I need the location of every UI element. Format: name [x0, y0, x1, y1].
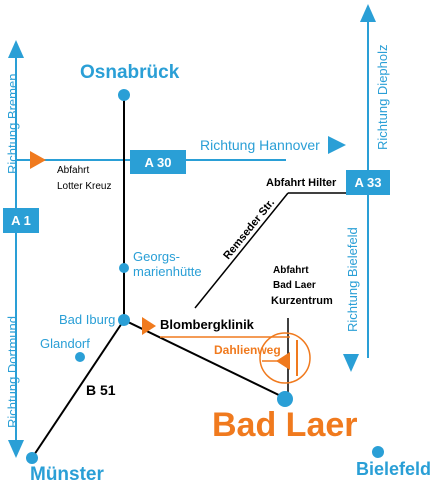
lotter-kreuz-exit-arrow: [30, 151, 46, 169]
a33-north-arrow: [360, 4, 376, 22]
b51-label: B 51: [86, 382, 116, 398]
dahlienweg-highlight-circle: [259, 332, 311, 384]
dahlienweg-label: Dahlienweg: [214, 343, 281, 357]
glandorf-marker: [75, 352, 85, 362]
a33-south-arrow: [343, 354, 359, 372]
a1-north-arrow: [8, 40, 24, 58]
dahlienweg-arrow: [276, 352, 290, 370]
georgsmarienhuette-marker: [119, 263, 129, 273]
bad-iburg-marker: [118, 314, 130, 326]
muenster-marker: [26, 452, 38, 464]
muenster-label: Münster: [30, 464, 104, 485]
lotter-kreuz-label-line1: Abfahrt: [57, 165, 90, 176]
bielefeld-label: Bielefeld: [356, 459, 432, 479]
blombergklinik-arrow: [142, 317, 156, 335]
kurzentrum-exit-label-line2: Bad Laer: [273, 280, 316, 291]
blombergklinik-label: Blombergklinik: [160, 317, 254, 332]
direction-hannover-label: Richtung Hannover: [200, 137, 320, 153]
a30-shield: A 30: [130, 150, 186, 174]
road-bad-iburg-bad-laer: [123, 319, 286, 399]
a1-south-arrow: [8, 440, 24, 458]
osnabrueck-marker: [118, 89, 130, 101]
georgsmarienhuette-label-line1: Georgs-: [133, 249, 180, 264]
georgsmarienhuette-label-line2: marienhütte: [133, 264, 202, 279]
bad-iburg-label: Bad Iburg: [59, 312, 116, 327]
kurzentrum-exit-label-line1: Abfahrt: [273, 265, 309, 276]
glandorf-label: Glandorf: [40, 336, 90, 351]
a33-shield: A 33: [346, 170, 390, 195]
lotter-kreuz-label-line2: Lotter Kreuz: [57, 181, 112, 192]
direction-diepholz-label: Richtung Diepholz: [375, 44, 390, 150]
direction-dortmund-label: Richtung Dortmund: [5, 316, 20, 428]
direction-bielefeld-label: Richtung Bielefeld: [345, 227, 360, 332]
hilter-exit-label: Abfahrt Hilter: [266, 177, 337, 189]
direction-bremen-label: Richtung Bremen: [5, 73, 20, 174]
a30-hannover-arrow: [328, 136, 346, 154]
a1-shield: A 1: [3, 208, 39, 233]
bad-laer-marker: [277, 391, 293, 407]
road-bad-iburg-muenster: [31, 319, 125, 459]
kurzentrum-exit-label-line3: Kurzentrum: [271, 295, 333, 307]
remseder-street-road: [194, 192, 289, 309]
osnabrueck-label: Osnabrück: [80, 62, 180, 83]
bad-laer-label: Bad Laer: [212, 406, 358, 444]
bielefeld-marker: [372, 446, 384, 458]
